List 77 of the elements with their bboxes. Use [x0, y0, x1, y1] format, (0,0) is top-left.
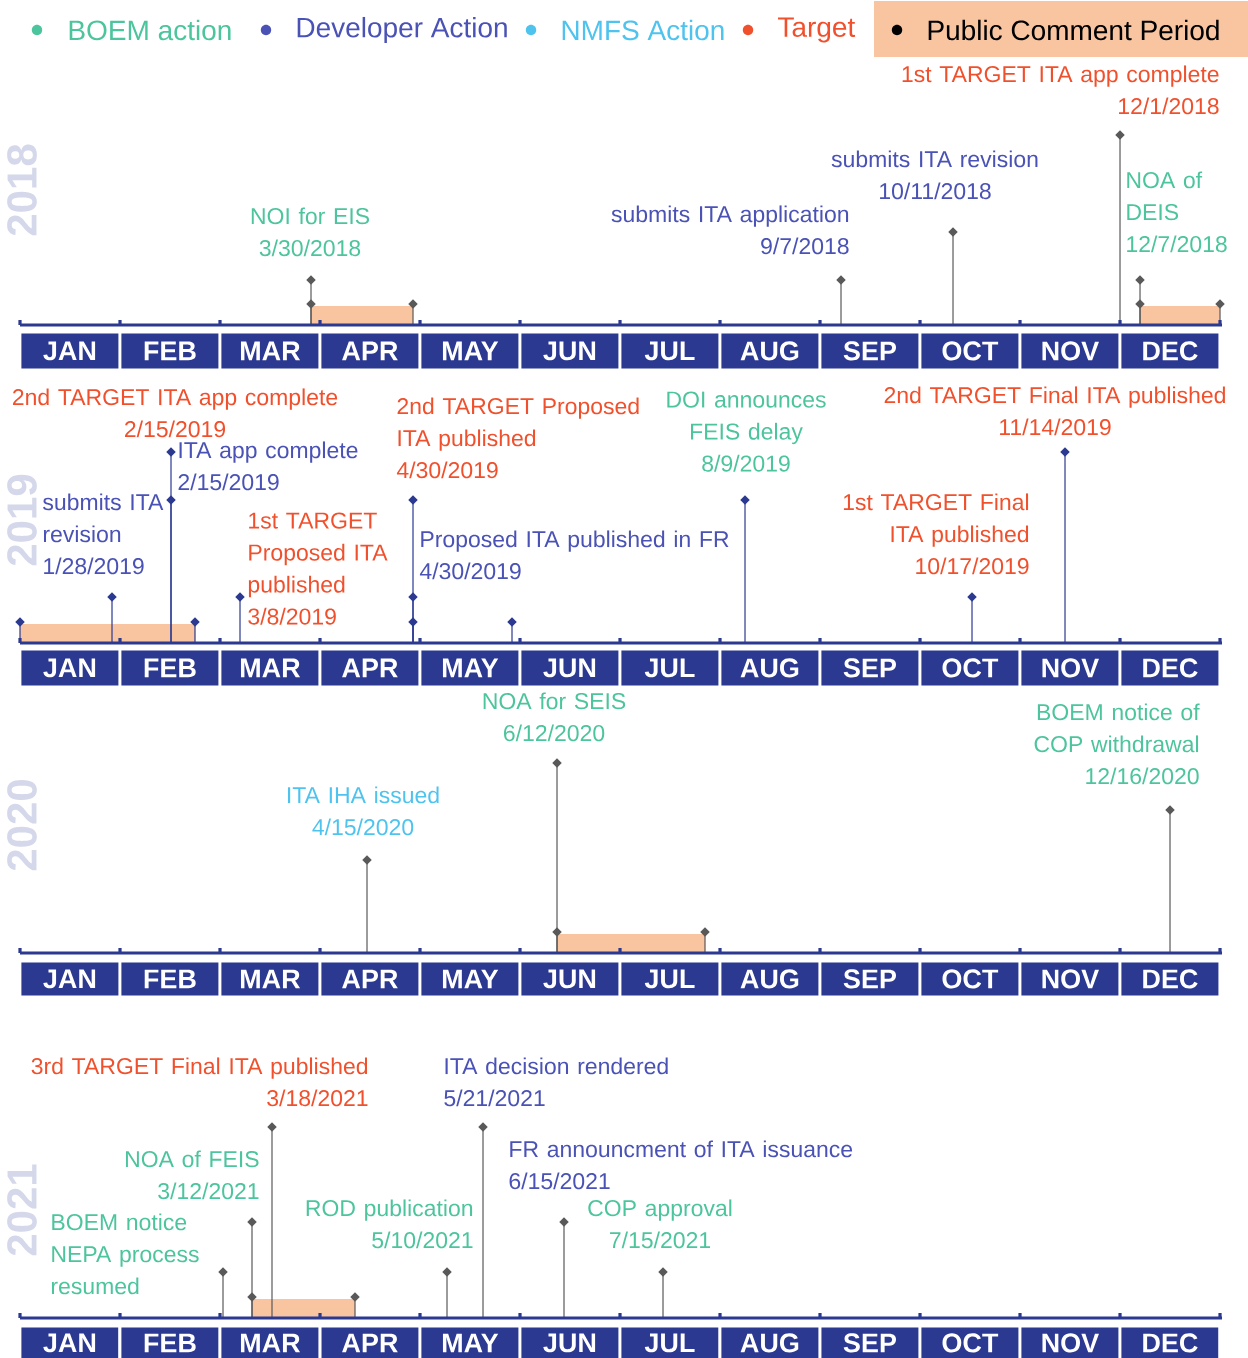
month-cell: OCT	[921, 962, 1019, 996]
month-cell: AUG	[721, 962, 819, 996]
month-cell: OCT	[921, 333, 1019, 369]
month-cell: OCT	[921, 1327, 1019, 1358]
month-cell: APR	[321, 650, 419, 686]
event-label: 3rd TARGET Final ITA published 3/18/2021	[31, 1057, 368, 1107]
month-cell: DEC	[1121, 650, 1219, 686]
month-cell: NOV	[1021, 333, 1119, 369]
event-label: submits ITA application 9/7/2018	[611, 205, 849, 255]
month-cell: MAR	[221, 333, 319, 369]
month-cell: SEP	[821, 650, 919, 686]
event-label: Proposed ITA published in FR 4/30/2019	[419, 530, 729, 580]
month-cell: MAY	[421, 333, 519, 369]
month-cell: SEP	[821, 962, 919, 996]
event-label: BOEM notice NEPA process resumed	[51, 1213, 199, 1295]
event-label: ROD publication 5/10/2021	[306, 1199, 473, 1249]
month-cell: FEB	[121, 333, 219, 369]
month-cell: MAY	[421, 650, 519, 686]
month-cell: AUG	[721, 1327, 819, 1358]
month-cell: APR	[321, 1327, 419, 1358]
event-label: 2nd TARGET Proposed ITA published 4/30/2019	[396, 397, 639, 479]
month-cell: MAR	[221, 650, 319, 686]
event-label: NOA for SEIS 6/12/2020	[483, 692, 626, 742]
month-cell: AUG	[721, 650, 819, 686]
event-label: 1st TARGET ITA app complete 12/1/2018	[902, 65, 1219, 115]
month-cell: SEP	[821, 333, 919, 369]
month-cell: NOV	[1021, 1327, 1119, 1358]
month-cell: OCT	[921, 650, 1019, 686]
month-cell: APR	[321, 333, 419, 369]
event-label: 1st TARGET Proposed ITA published 3/8/2019	[248, 512, 388, 625]
event-label: 2nd TARGET ITA app complete 2/15/2019	[12, 388, 338, 438]
month-cell: MAR	[221, 962, 319, 996]
month-cell: JAN	[21, 1327, 119, 1358]
event-label: ITA app complete 2/15/2019	[178, 441, 358, 491]
month-cell: NOV	[1021, 650, 1119, 686]
month-cell: JUL	[621, 1327, 719, 1358]
month-cell: DEC	[1121, 333, 1219, 369]
event-label: BOEM notice of COP withdrawal 12/16/2020	[1034, 703, 1200, 785]
legend-label: NMFS Action	[562, 19, 724, 41]
month-cell: DEC	[1121, 962, 1219, 996]
month-cell: MAY	[421, 962, 519, 996]
month-cell: MAY	[421, 1327, 519, 1358]
event-label: FR announcment of ITA issuance 6/15/2021	[509, 1140, 853, 1190]
event-label: ITA IHA issued 4/15/2020	[288, 786, 439, 836]
month-cell: DEC	[1121, 1327, 1219, 1358]
legend-label: Target	[778, 17, 856, 43]
month-cell: SEP	[821, 1327, 919, 1358]
month-cell: JUN	[521, 333, 619, 369]
month-cell: JUN	[521, 650, 619, 686]
month-cell: JAN	[21, 962, 119, 996]
legend-label: Public Comment Period	[928, 19, 1219, 41]
month-cell: JUL	[621, 333, 719, 369]
event-label: DOI announces FEIS delay 8/9/2019	[667, 391, 826, 472]
month-cell: AUG	[721, 333, 819, 369]
legend-label: Developer Action	[297, 16, 507, 44]
event-label: NOI for EIS 3/30/2018	[251, 207, 369, 257]
month-cell: FEB	[121, 1327, 219, 1358]
month-cell: NOV	[1021, 962, 1119, 996]
month-cell: MAR	[221, 1327, 319, 1358]
event-label: 2nd TARGET Final ITA published 11/14/2019	[884, 386, 1225, 436]
event-label: submits ITA revision 10/11/2018	[831, 150, 1038, 200]
legend-label: BOEM action	[69, 19, 231, 41]
month-cell: FEB	[121, 650, 219, 686]
event-label: 1st TARGET Final ITA published 10/17/2019	[843, 493, 1029, 575]
month-cell: APR	[321, 962, 419, 996]
month-cell: JAN	[21, 333, 119, 369]
event-label: COP approval 7/15/2021	[588, 1199, 732, 1249]
month-cell: JUL	[621, 650, 719, 686]
event-label: NOA of DEIS 12/7/2018	[1127, 171, 1227, 253]
month-cell: JUN	[521, 962, 619, 996]
month-cell: JUL	[621, 962, 719, 996]
month-cell: JAN	[21, 650, 119, 686]
event-label: submits ITA revision 1/28/2019	[43, 493, 164, 575]
month-cell: JUN	[521, 1327, 619, 1358]
event-label: NOA of FEIS 3/12/2021	[126, 1150, 259, 1200]
month-cell: FEB	[121, 962, 219, 996]
event-label: ITA decision rendered 5/21/2021	[444, 1057, 668, 1107]
